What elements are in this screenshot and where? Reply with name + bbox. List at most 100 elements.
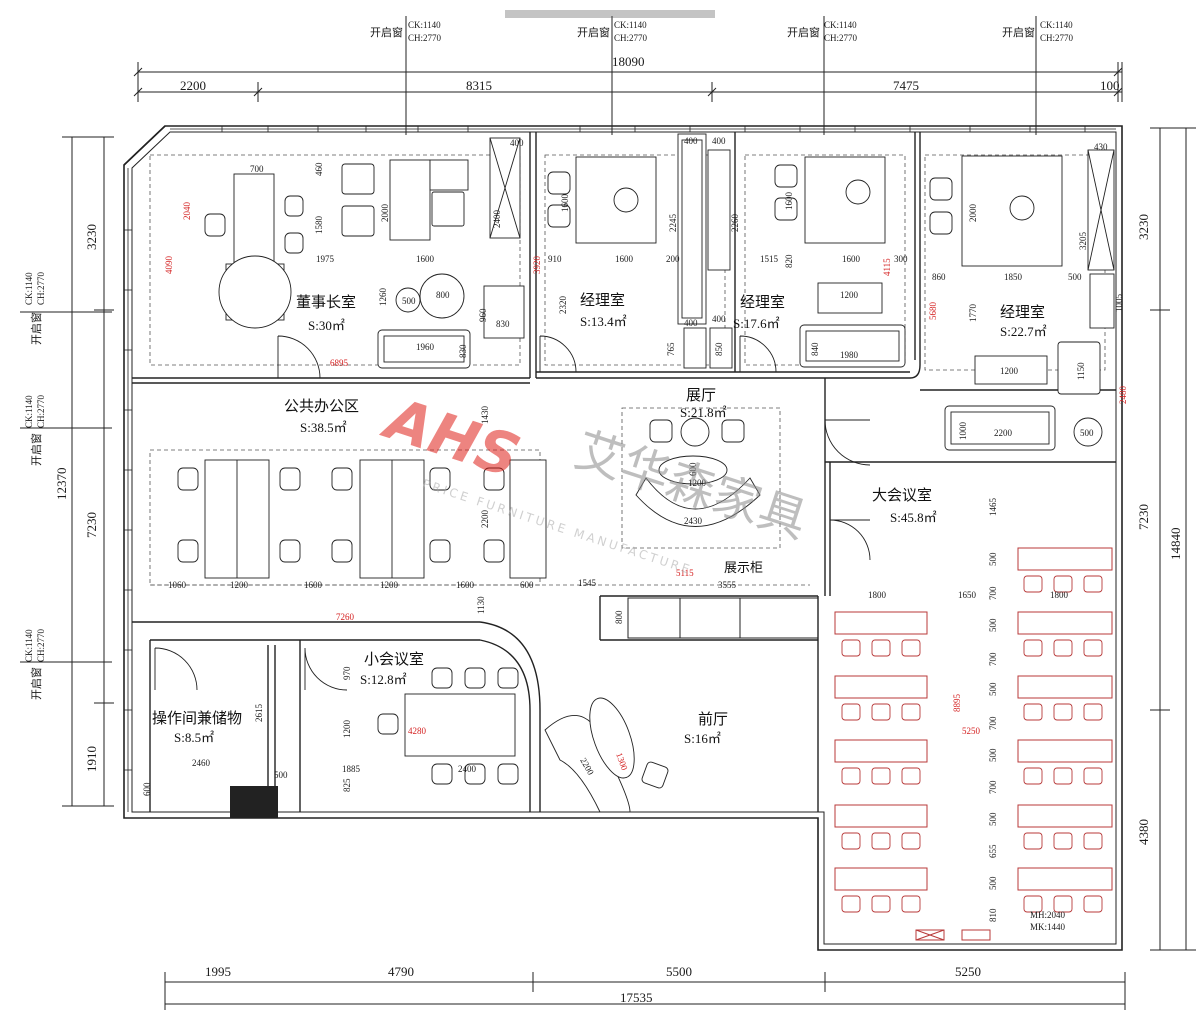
room-area-chairman: S:30㎡ (308, 318, 345, 333)
window-ck: CK:1140 (24, 395, 34, 428)
lobby-reception (544, 697, 669, 813)
dimension-label: 2260 (730, 214, 740, 233)
dimension-label: 2460 (192, 758, 211, 768)
showroom-furniture (635, 417, 761, 527)
dimension-label: 1600 (784, 192, 794, 211)
room-name-small-meeting: 小会议室 (364, 650, 424, 668)
top-total-dim: 18090 (612, 54, 645, 69)
meeting-chair (841, 703, 861, 721)
manager3-furniture (929, 149, 1115, 451)
dimension-label: 7260 (336, 612, 355, 622)
dimension-label: 600 (142, 782, 152, 796)
dimension-label: 500 (988, 682, 998, 696)
room-name-big-meeting: 大会议室 (872, 486, 932, 504)
dimension-label: 2200 (994, 428, 1013, 438)
bottom-dimensions (164, 972, 1126, 1010)
window-label: 开启窗 (29, 433, 43, 466)
dimension-label: 1800 (1050, 590, 1069, 600)
meeting-chair (901, 895, 921, 913)
dimension-label: 1200 (688, 478, 707, 488)
window-label: 开启窗 (1002, 25, 1035, 39)
meeting-chair (1023, 639, 1043, 657)
room-area-manager: S:13.4㎡ (580, 314, 627, 329)
dimension-label: 1260 (378, 288, 388, 307)
dimension-label: 5680 (928, 302, 938, 321)
room-name-manager: 经理室 (740, 293, 785, 311)
window-label: 开启窗 (787, 25, 820, 39)
meeting-chair (871, 895, 891, 913)
window-ck: CK:1140 (24, 629, 34, 662)
dimension-label: 1545 (578, 578, 597, 588)
room-name-storage: 操作间兼储物 (152, 709, 242, 727)
dimension-label: 400 (684, 136, 698, 146)
dimension-label: 600 (520, 580, 534, 590)
dimension-label: 200 (666, 254, 680, 264)
right-dim-seg: 7230 (1136, 504, 1151, 530)
dimension-label: 300 (894, 254, 908, 264)
dimension-label: 1600 (560, 194, 570, 213)
dimension-label: 1600 (842, 254, 861, 264)
dimension-label: 2000 (380, 204, 390, 223)
dimension-label: 500 (1080, 428, 1094, 438)
bottom-dim-seg: 5250 (955, 964, 981, 979)
dimension-label: 400 (712, 136, 726, 146)
left-dim-seg: 1910 (84, 746, 99, 772)
dimension-label: 1980 (840, 350, 859, 360)
meeting-chair (841, 639, 861, 657)
dimension-label: 765 (666, 342, 676, 356)
left-total-dim: 12370 (54, 468, 69, 501)
dimension-label: 400 (510, 138, 524, 148)
dimension-label: 910 (548, 254, 562, 264)
meeting-chair (901, 703, 921, 721)
room-area-big-meeting: S:45.8㎡ (890, 510, 937, 525)
meeting-chair (871, 703, 891, 721)
dimension-label: 400 (712, 314, 726, 324)
meeting-chair (1053, 703, 1073, 721)
doors (154, 335, 871, 691)
top-dim-seg: 8315 (466, 78, 492, 93)
meeting-chair (871, 639, 891, 657)
dimension-label: 1060 (168, 580, 187, 590)
display-cabinet-label: 展示柜 (724, 561, 763, 576)
top-dim-seg: 100 (1100, 78, 1120, 93)
door-spec-mk: MK:1440 (1030, 922, 1066, 932)
meeting-chair (1083, 703, 1103, 721)
meeting-chair (1083, 767, 1103, 785)
window-ck: CK:1140 (824, 20, 857, 30)
dimension-label: 1600 (456, 580, 475, 590)
meeting-chair (871, 767, 891, 785)
dimension-label: 1150 (1076, 362, 1086, 380)
dimension-label: 5115 (676, 568, 694, 578)
meeting-chair (1083, 832, 1103, 850)
window-ch: CH:2770 (36, 628, 46, 662)
left-dimensions (62, 136, 114, 807)
dimension-label: 1600 (304, 580, 323, 590)
window-labels-left: 开启窗 CK:1140 CH:2770 开启窗 CK:1140 CH:2770 … (20, 271, 112, 700)
left-window-strip (124, 168, 132, 812)
dimension-label: 1430 (480, 406, 490, 425)
meeting-chair (1083, 639, 1103, 657)
meeting-chair (1053, 767, 1073, 785)
dimension-label: 1975 (316, 254, 335, 264)
dimension-label: 2430 (684, 516, 703, 526)
dimension-label: 500 (402, 296, 416, 306)
dimension-label: 1200 (380, 580, 399, 590)
dimension-label: 6895 (330, 358, 349, 368)
dimension-label: 2040 (182, 202, 192, 221)
meeting-chair (841, 895, 861, 913)
window-label: 开启窗 (370, 25, 403, 39)
outer-walls (123, 125, 1123, 951)
dimension-label: 830 (458, 344, 468, 358)
room-labels: 董事长室 S:30㎡ 经理室 S:13.4㎡ 经理室 S:17.6㎡ 经理室 S… (152, 291, 1066, 932)
window-ch: CH:2770 (614, 33, 648, 43)
dimension-label: 500 (988, 618, 998, 632)
dimension-label: 2320 (558, 296, 568, 315)
meeting-chair (1023, 895, 1043, 913)
dimension-label: 1600 (416, 254, 435, 264)
window-ch: CH:2770 (1040, 33, 1074, 43)
dimension-label: 500 (1068, 272, 1082, 282)
dimension-label: 400 (684, 318, 698, 328)
dimension-label: 1465 (988, 498, 998, 517)
dimension-label: 500 (274, 770, 288, 780)
left-dim-seg: 7230 (84, 512, 99, 538)
